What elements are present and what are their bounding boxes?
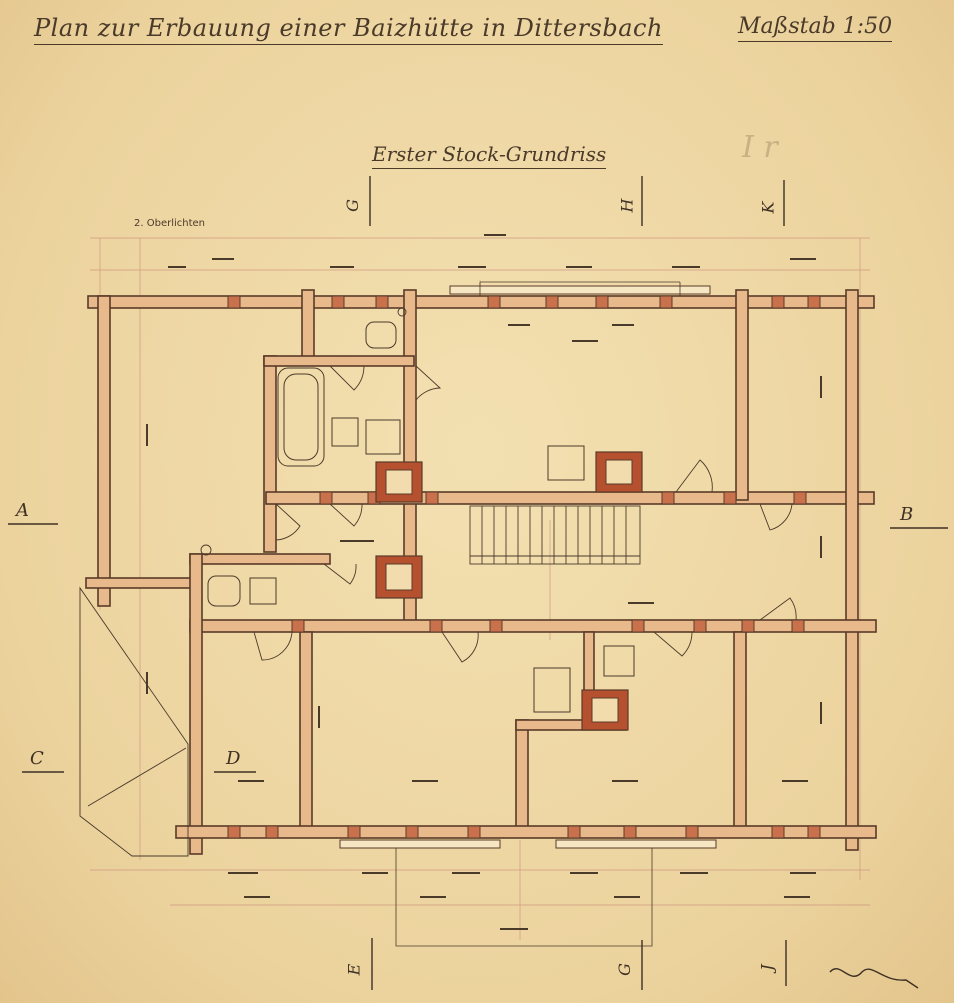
staircase <box>469 505 641 565</box>
windows <box>339 285 717 849</box>
dimension-ticks <box>146 234 822 930</box>
posts <box>227 295 821 839</box>
skylight-note: 2. Oberlichten <box>134 218 206 229</box>
section-marker-top-3: K <box>758 201 778 214</box>
section-lines <box>8 176 948 990</box>
section-marker-d: D <box>226 748 241 769</box>
section-marker-bottom-3: J <box>757 964 777 971</box>
section-marker-bottom-1: E <box>344 963 364 976</box>
exterior-stair <box>79 586 189 857</box>
section-marker-bottom-2: G <box>614 963 634 976</box>
signature <box>829 968 919 989</box>
terrace-outline <box>395 281 681 947</box>
drawing-title: Plan zur Erbauung einer Baizhütte in Dit… <box>34 14 663 45</box>
drawing-scale: Maßstab 1:50 <box>738 14 893 42</box>
section-marker-b: B <box>900 504 914 525</box>
section-marker-a: A <box>16 500 29 521</box>
floor-plan-subtitle: Erster Stock-Grundriss <box>372 142 607 169</box>
chimneys <box>375 451 643 731</box>
door-swings <box>200 307 797 663</box>
pencil-annotation: I r <box>742 130 778 165</box>
walls <box>85 289 877 855</box>
section-marker-top-1: G <box>342 199 362 212</box>
section-marker-top-2: H <box>617 198 637 213</box>
fixtures <box>207 321 635 713</box>
section-marker-c: C <box>30 748 44 769</box>
